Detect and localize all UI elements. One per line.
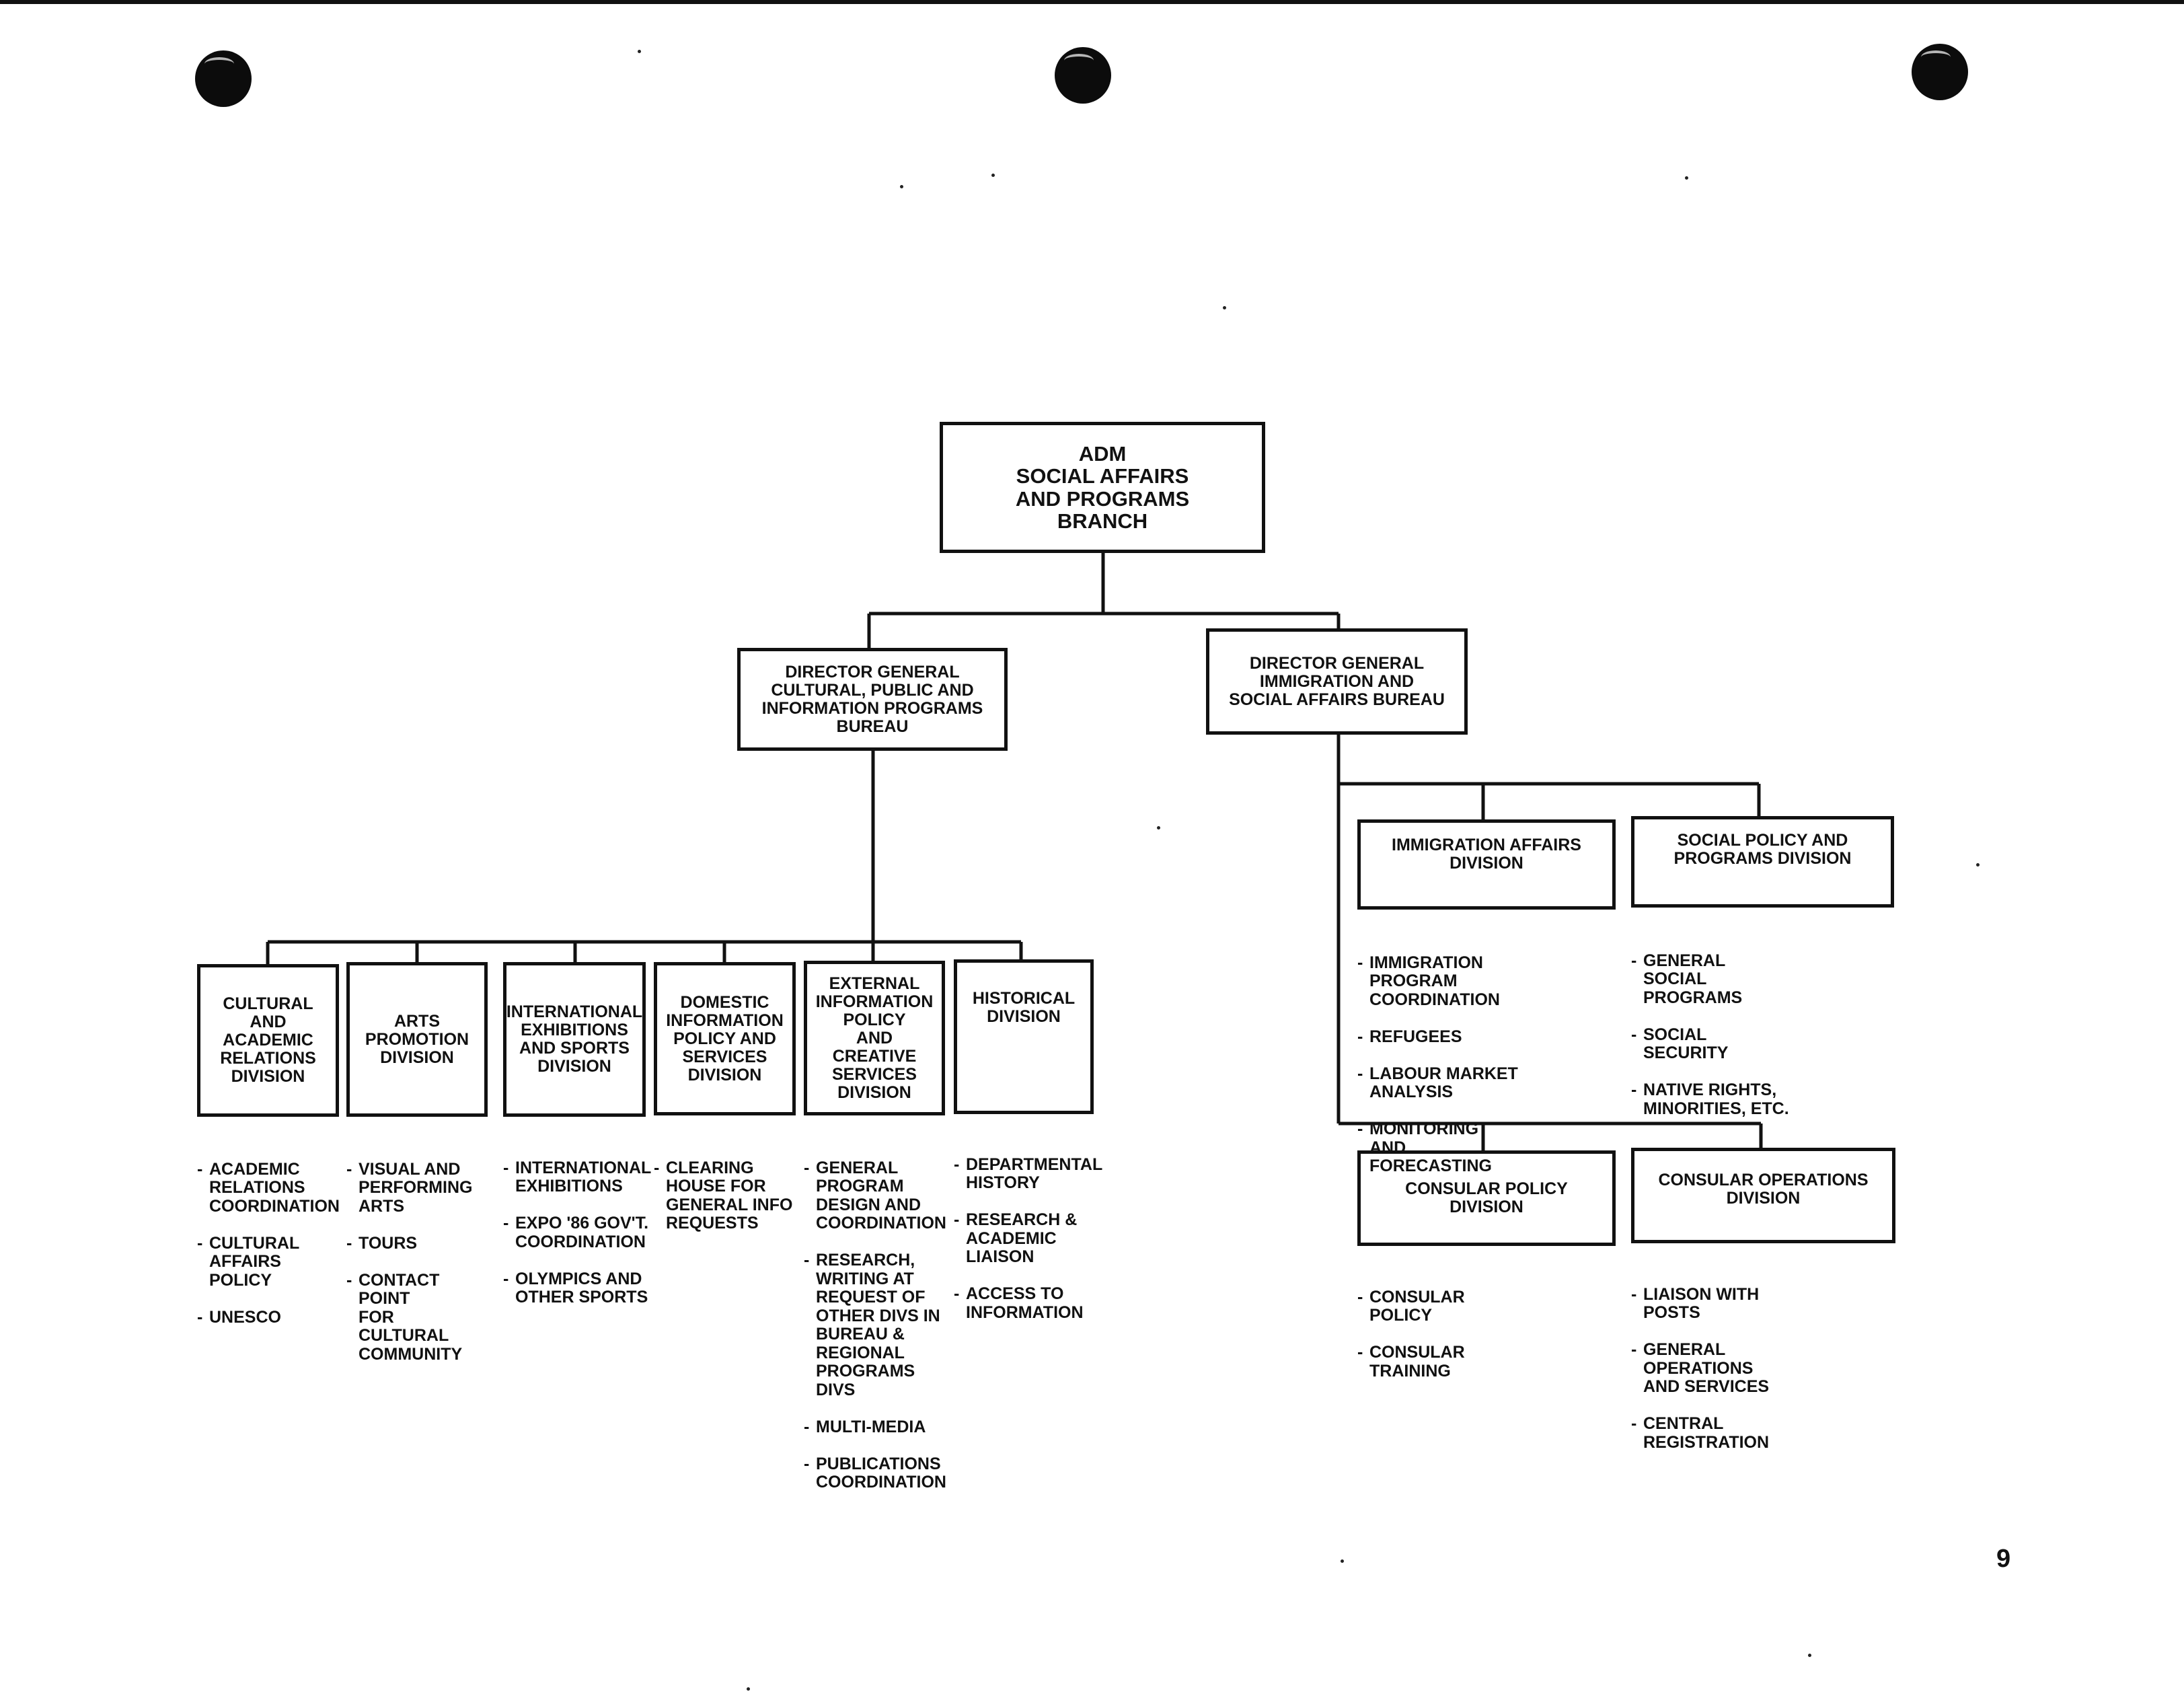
list-item: UNESCO (197, 1308, 352, 1327)
social-policy-programs-division-box: SOCIAL POLICY AND PROGRAMS DIVISION (1631, 816, 1894, 908)
scan-speck (1157, 826, 1160, 830)
list-item: LABOUR MARKET ANALYSIS (1357, 1064, 1532, 1102)
punch-hole-left (195, 50, 252, 107)
historical-division-box: HISTORICAL DIVISION (954, 959, 1094, 1114)
domestic-information-policy-division-box: DOMESTIC INFORMATION POLICY AND SERVICES… (654, 962, 796, 1115)
international-exhibitions-responsibilities: INTERNATIONAL EXHIBITIONS EXPO '86 GOV'T… (503, 1140, 654, 1325)
cultural-academic-relations-division-box: CULTURAL AND ACADEMIC RELATIONS DIVISION (197, 964, 339, 1117)
adm-social-affairs-box: ADM SOCIAL AFFAIRS AND PROGRAMS BRANCH (940, 422, 1265, 553)
list-item: PUBLICATIONS COORDINATION (804, 1455, 958, 1492)
list-item: CULTURAL AFFAIRS POLICY (197, 1234, 352, 1290)
list-item: TOURS (346, 1234, 488, 1253)
consular-operations-responsibilities: LIAISON WITH POSTS GENERAL OPERATIONS AN… (1631, 1267, 1806, 1471)
page-top-edge (0, 0, 2184, 4)
list-item: MONITORING AND FORECASTING (1357, 1119, 1532, 1176)
list-item: CONTACT POINT FOR CULTURAL COMMUNITY (346, 1271, 488, 1364)
scan-speck (638, 50, 641, 53)
list-item: CLEARING HOUSE FOR GENERAL INFO REQUESTS (654, 1158, 798, 1233)
scan-speck (1223, 306, 1226, 309)
immigration-affairs-responsibilities: IMMIGRATION PROGRAM COORDINATION REFUGEE… (1357, 935, 1532, 1194)
historical-responsibilities: DEPARTMENTAL HISTORY RESEARCH & ACADEMIC… (954, 1137, 1108, 1341)
list-item: EXPO '86 GOV'T. COORDINATION (503, 1214, 654, 1251)
list-item: MULTI-MEDIA (804, 1418, 958, 1437)
list-item: GENERAL OPERATIONS AND SERVICES (1631, 1340, 1806, 1397)
dg-cultural-bureau-box: DIRECTOR GENERAL CULTURAL, PUBLIC AND IN… (737, 648, 1008, 751)
list-item: CENTRAL REGISTRATION (1631, 1414, 1806, 1452)
scan-speck (991, 174, 995, 177)
list-item: LIAISON WITH POSTS (1631, 1285, 1806, 1323)
list-item: RESEARCH, WRITING AT REQUEST OF OTHER DI… (804, 1251, 958, 1399)
list-item: ACCESS TO INFORMATION (954, 1284, 1108, 1322)
page-number: 9 (1996, 1545, 2011, 1573)
list-item: DEPARTMENTAL HISTORY (954, 1155, 1108, 1193)
list-item: NATIVE RIGHTS, MINORITIES, ETC. (1631, 1080, 1819, 1118)
arts-promotion-division-box: ARTS PROMOTION DIVISION (346, 962, 488, 1117)
scan-speck (900, 185, 903, 188)
list-item: RESEARCH & ACADEMIC LIAISON (954, 1210, 1108, 1267)
list-item: GENERAL PROGRAM DESIGN AND COORDINATION (804, 1158, 958, 1233)
list-item: CONSULAR POLICY (1357, 1288, 1519, 1325)
punch-hole-right (1912, 44, 1968, 100)
consular-operations-division-box: CONSULAR OPERATIONS DIVISION (1631, 1148, 1895, 1243)
external-information-responsibilities: GENERAL PROGRAM DESIGN AND COORDINATION … (804, 1140, 958, 1510)
consular-policy-responsibilities: CONSULAR POLICY CONSULAR TRAINING (1357, 1270, 1519, 1399)
scan-speck (747, 1687, 750, 1691)
social-policy-responsibilities: GENERAL SOCIAL PROGRAMS SOCIAL SECURITY … (1631, 933, 1819, 1137)
scan-speck (1976, 863, 1980, 867)
scan-speck (1808, 1654, 1811, 1657)
punch-hole-center (1055, 47, 1111, 104)
immigration-affairs-division-box: IMMIGRATION AFFAIRS DIVISION (1357, 819, 1616, 910)
external-information-policy-division-box: EXTERNAL INFORMATION POLICY AND CREATIVE… (804, 961, 945, 1115)
list-item: OLYMPICS AND OTHER SPORTS (503, 1270, 654, 1307)
list-item: CONSULAR TRAINING (1357, 1343, 1519, 1381)
international-exhibitions-sports-division-box: INTERNATIONAL EXHIBITIONS AND SPORTS DIV… (503, 962, 646, 1117)
scan-speck (1341, 1559, 1344, 1563)
dg-immigration-bureau-box: DIRECTOR GENERAL IMMIGRATION AND SOCIAL … (1206, 628, 1468, 735)
scan-speck (1685, 176, 1688, 180)
list-item: ACADEMIC RELATIONS COORDINATION (197, 1160, 352, 1216)
list-item: IMMIGRATION PROGRAM COORDINATION (1357, 953, 1532, 1010)
list-item: INTERNATIONAL EXHIBITIONS (503, 1158, 654, 1196)
list-item: SOCIAL SECURITY (1631, 1025, 1819, 1063)
list-item: VISUAL AND PERFORMING ARTS (346, 1160, 488, 1216)
domestic-information-responsibilities: CLEARING HOUSE FOR GENERAL INFO REQUESTS (654, 1140, 798, 1251)
cultural-academic-responsibilities: ACADEMIC RELATIONS COORDINATION CULTURAL… (197, 1142, 352, 1346)
arts-promotion-responsibilities: VISUAL AND PERFORMING ARTS TOURS CONTACT… (346, 1142, 488, 1383)
list-item: REFUGEES (1357, 1027, 1532, 1047)
list-item: GENERAL SOCIAL PROGRAMS (1631, 951, 1819, 1008)
